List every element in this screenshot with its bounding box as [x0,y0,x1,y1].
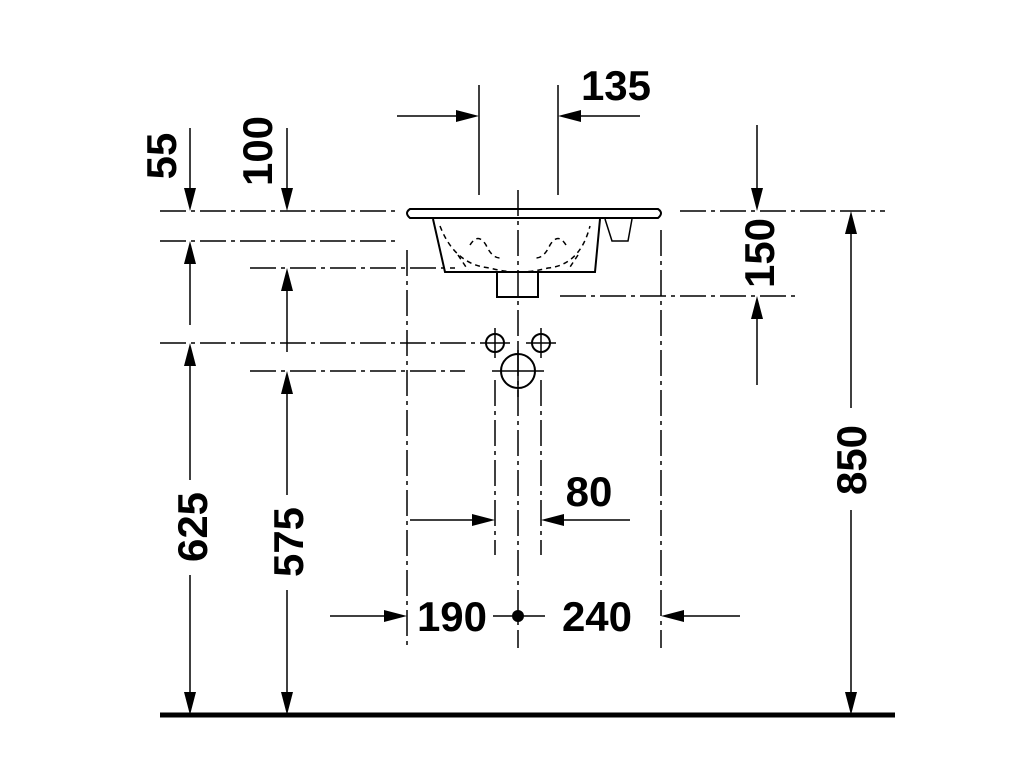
dimension-label-240: 240 [562,593,632,640]
dimension-label-80: 80 [566,468,613,515]
reference-lines [160,210,885,372]
dimension-label-55: 55 [138,133,185,180]
vertical-extension-lines [406,85,662,648]
dimension-label-850: 850 [828,425,875,495]
washbasin [406,208,662,298]
dimension-label-190: 190 [417,593,487,640]
connections [480,328,556,622]
dimension-lines [184,110,857,715]
dimension-label-100: 100 [234,116,281,186]
dimension-label-150: 150 [736,218,783,288]
reference-point [512,610,524,622]
dimension-label-575: 575 [265,507,312,577]
dimension-label-135: 135 [581,62,651,109]
dimension-labels: 55 100 135 150 625 575 80 190 240 850 [138,62,875,640]
dimension-label-625: 625 [169,492,216,562]
